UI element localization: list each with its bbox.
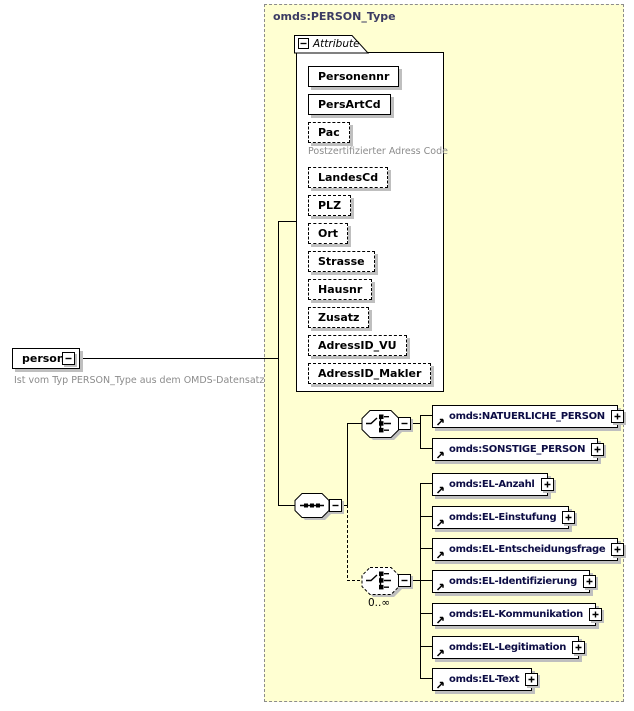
attribute-adressid-makler[interactable]: AdressID_Makler: [308, 363, 432, 384]
reference-arrow-icon: [436, 648, 445, 657]
collapse-icon[interactable]: [398, 417, 411, 430]
choice-icon: [366, 414, 391, 433]
collapse-icon[interactable]: [329, 499, 342, 512]
element-label: omds:SONSTIGE_PERSON: [449, 444, 586, 455]
attribute-pac[interactable]: Pac: [308, 122, 350, 143]
expand-icon[interactable]: [611, 542, 625, 556]
choice-connector[interactable]: [361, 410, 402, 441]
choice-connector-optional[interactable]: [361, 567, 402, 598]
choice-icon: [366, 571, 391, 590]
attribute-landescd[interactable]: LandesCd: [308, 167, 389, 188]
attribute-label: Ort: [318, 227, 339, 240]
expand-icon[interactable]: [562, 510, 576, 524]
reference-arrow-icon: [436, 615, 445, 624]
attribute-label: PLZ: [318, 199, 342, 212]
element-el-entscheidungsfrage[interactable]: omds:EL-Entscheidungsfrage: [432, 538, 625, 561]
element-label: omds:EL-Entscheidungsfrage: [449, 544, 606, 555]
attribute-label: Zusatz: [318, 311, 360, 324]
element-el-einstufung[interactable]: omds:EL-Einstufung: [432, 506, 576, 529]
element-label: omds:NATUERLICHE_PERSON: [449, 411, 605, 422]
element-sonstige-person[interactable]: omds:SONSTIGE_PERSON: [432, 438, 605, 461]
attribute-personennr[interactable]: Personennr: [308, 66, 400, 87]
element-label: omds:EL-Kommunikation: [449, 609, 583, 620]
reference-arrow-icon: [436, 680, 445, 689]
attribute-group-title: Attribute: [313, 38, 360, 50]
attribute-label: Personennr: [318, 70, 390, 83]
attribute-group-tab: [294, 35, 370, 54]
collapse-icon[interactable]: [398, 574, 411, 587]
attribute-strasse[interactable]: Strasse: [308, 251, 375, 272]
attribute-label: PersArtCd: [318, 98, 381, 111]
reference-arrow-icon: [436, 518, 445, 527]
element-el-anzahl[interactable]: omds:EL-Anzahl: [432, 473, 554, 496]
element-el-text[interactable]: omds:EL-Text: [432, 668, 539, 691]
element-label: omds:EL-Identifizierung: [449, 576, 577, 587]
element-annotation: Ist vom Typ PERSON_Type aus dem OMDS-Dat…: [14, 375, 265, 386]
attribute-label: AdressID_Makler: [318, 367, 422, 380]
collapse-icon[interactable]: [62, 352, 75, 365]
attribute-persartcd[interactable]: PersArtCd: [308, 94, 391, 115]
attribute-label: Pac: [318, 126, 340, 139]
attribute-ort[interactable]: Ort: [308, 223, 349, 244]
attribute-zusatz[interactable]: Zusatz: [308, 307, 370, 328]
expand-icon[interactable]: [540, 477, 554, 491]
element-label: omds:EL-Anzahl: [449, 479, 535, 490]
reference-arrow-icon: [436, 417, 445, 426]
attribute-plz[interactable]: PLZ: [308, 195, 352, 216]
attribute-label: Strasse: [318, 255, 365, 268]
expand-icon[interactable]: [589, 607, 602, 621]
attribute-label: AdressID_VU: [318, 339, 397, 352]
element-natuerliche-person[interactable]: omds:NATUERLICHE_PERSON: [432, 405, 624, 428]
element-label: omds:EL-Text: [449, 674, 520, 685]
occurrence-label: 0..∞: [368, 597, 391, 609]
element-el-kommunikation[interactable]: omds:EL-Kommunikation: [432, 603, 602, 626]
reference-arrow-icon: [436, 450, 445, 459]
element-el-legitimation[interactable]: omds:EL-Legitimation: [432, 636, 586, 659]
expand-icon[interactable]: [582, 574, 596, 588]
expand-icon[interactable]: [610, 409, 624, 423]
reference-arrow-icon: [436, 582, 445, 591]
element-el-identifizierung[interactable]: omds:EL-Identifizierung: [432, 570, 596, 593]
attribute-annotation: Postzertifizierter Adress Code: [308, 146, 448, 157]
reference-arrow-icon: [436, 550, 445, 559]
attribute-label: Hausnr: [318, 283, 363, 296]
expand-icon[interactable]: [572, 640, 586, 654]
attribute-label: LandesCd: [318, 171, 379, 184]
element-label: omds:EL-Einstufung: [449, 512, 557, 523]
connector-lines: [76, 221, 432, 679]
expand-icon[interactable]: [591, 442, 605, 456]
attribute-adressid-vu[interactable]: AdressID_VU: [308, 335, 407, 356]
sequence-icon: [300, 503, 324, 508]
collapse-icon[interactable]: [298, 38, 309, 49]
attribute-hausnr[interactable]: Hausnr: [308, 279, 373, 300]
expand-icon[interactable]: [525, 672, 539, 686]
reference-arrow-icon: [436, 485, 445, 494]
sequence-connector[interactable]: [294, 493, 332, 521]
element-label: omds:EL-Legitimation: [449, 642, 567, 653]
element-label: person: [22, 352, 65, 365]
person-type-title: omds:PERSON_Type: [273, 10, 396, 23]
